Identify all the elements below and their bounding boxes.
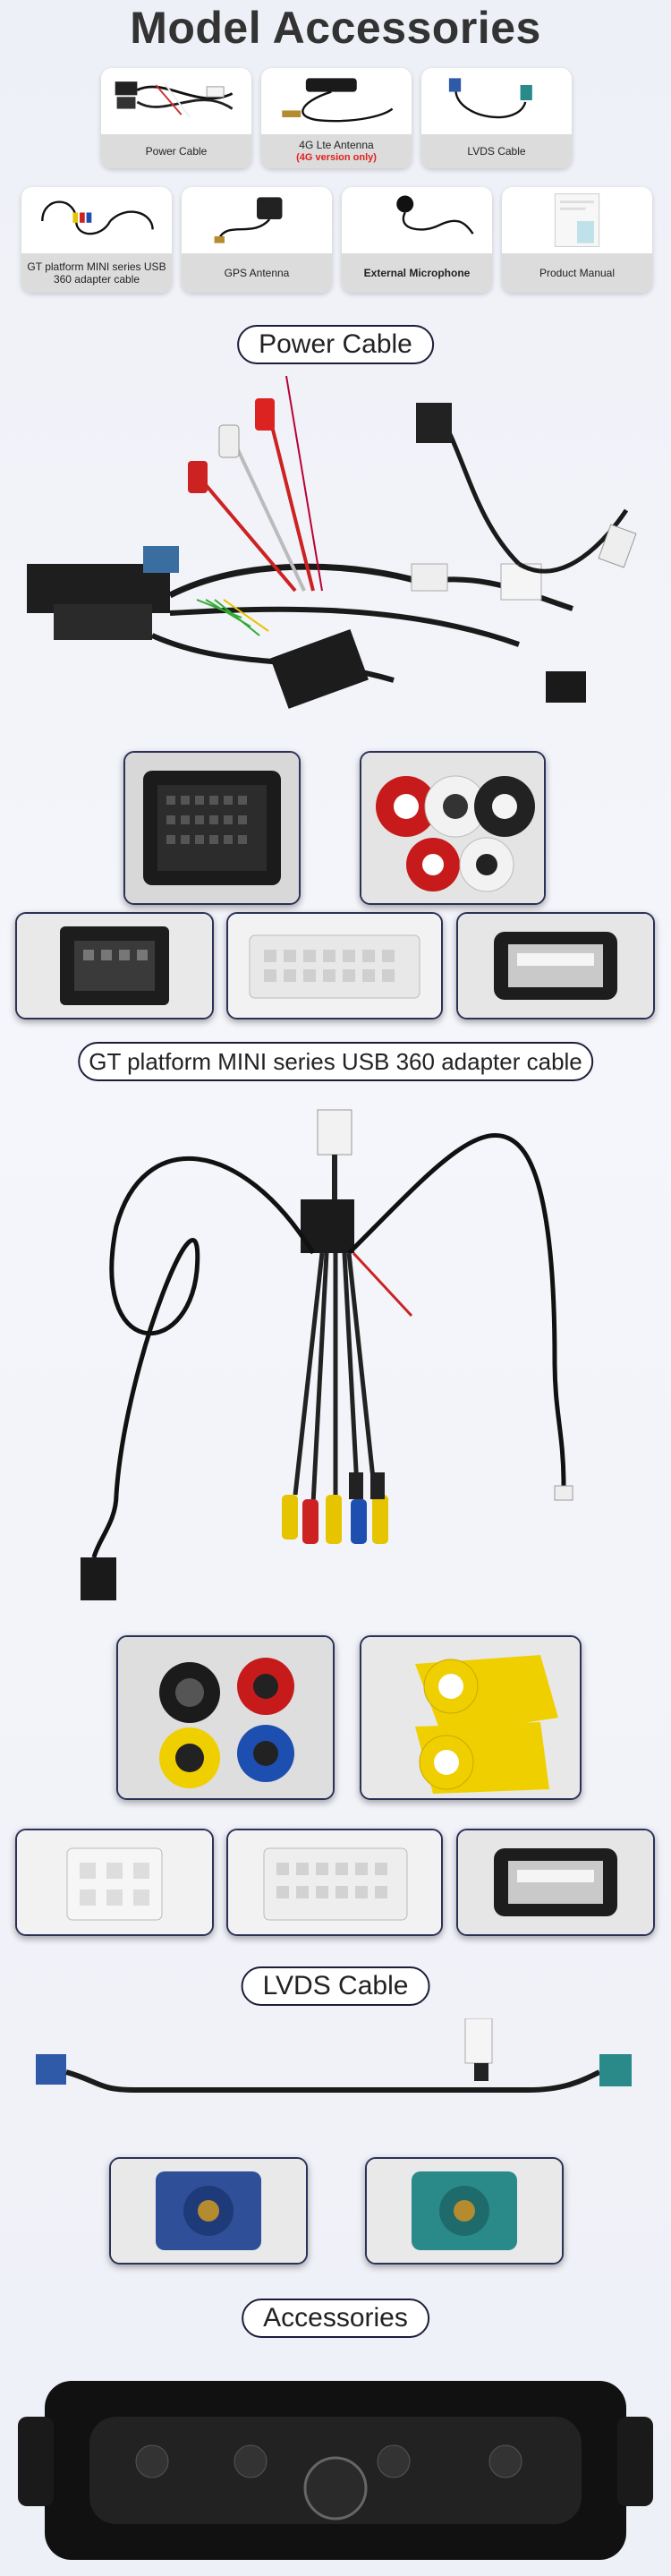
white-plug-photo (228, 914, 441, 1018)
detail-photo-lvds-blue (109, 2157, 308, 2265)
detail-photo-black-plug (15, 912, 214, 1019)
accessory-label: GT platform MINI series USB 360 adapter … (21, 253, 172, 293)
accessory-label: 4G Lte Antenna (299, 139, 374, 151)
accessory-label: LVDS Cable (421, 134, 572, 168)
usb360-cable-illustration (81, 1109, 573, 1600)
accessory-card-external-microphone: External Microphone (342, 187, 492, 293)
accessory-card-gps-antenna: GPS Antenna (182, 187, 332, 293)
detail-photo-usb-port (456, 912, 655, 1019)
accessory-card-power-cable: Power Cable (101, 68, 251, 168)
white-plug-small-photo (17, 1830, 212, 1934)
white-plug-large-photo (228, 1830, 441, 1934)
accessory-card-4g-antenna: 4G Lte Antenna (4G version only) (261, 68, 412, 168)
lvds-teal-connector-photo (367, 2159, 562, 2263)
rca-connectors-photo (361, 753, 544, 903)
usb360-connectors-photo (118, 1637, 333, 1798)
detail-photo-power-connector (123, 751, 301, 905)
detail-photo-rca (360, 751, 546, 905)
page-title: Model Accessories (130, 3, 541, 53)
power-cable-thumbnail (115, 81, 234, 118)
detail-photo-lvds-teal (365, 2157, 564, 2265)
power-connector-photo (125, 753, 299, 903)
section-title-power-cable: Power Cable (237, 325, 434, 364)
lvds-blue-connector-photo (111, 2159, 306, 2263)
antenna-thumbnail (282, 78, 394, 123)
accessory-label-group: 4G Lte Antenna (4G version only) (261, 134, 412, 168)
accessory-note: (4G version only) (296, 152, 377, 163)
accessory-card-usb360: GT platform MINI series USB 360 adapter … (21, 187, 172, 293)
lvds-cable-illustration (36, 2018, 632, 2093)
accessory-label: Power Cable (101, 134, 251, 168)
section-title-lvds: LVDS Cable (241, 1966, 430, 2006)
detail-photo-white-plug (226, 912, 443, 1019)
lvds-thumbnail (448, 78, 532, 119)
gps-thumbnail (214, 197, 283, 243)
power-cable-illustration (27, 376, 637, 709)
detail-photo-usb360-white-plug-large (226, 1829, 443, 1936)
section-title-accessories: Accessories (242, 2299, 429, 2338)
manual-thumbnail (554, 193, 600, 247)
accessory-label: GPS Antenna (182, 253, 332, 293)
detail-photo-yellow-rca (360, 1635, 582, 1800)
black-plug-photo (17, 914, 212, 1018)
control-panel-illustration (18, 2381, 653, 2560)
detail-photo-usb360-white-plug-small (15, 1829, 214, 1936)
usb-port-photo (458, 914, 653, 1018)
section-title-usb360: GT platform MINI series USB 360 adapter … (78, 1042, 593, 1081)
yellow-rca-photo (361, 1637, 580, 1798)
usb360-thumbnail (41, 200, 154, 235)
microphone-thumbnail (396, 195, 474, 235)
accessory-label: External Microphone (342, 253, 492, 293)
usb-port-photo-2 (458, 1830, 653, 1934)
accessory-card-lvds-cable: LVDS Cable (421, 68, 572, 168)
detail-photo-usb360-usb-port (456, 1829, 655, 1936)
accessory-card-product-manual: Product Manual (502, 187, 652, 293)
accessory-label: Product Manual (502, 253, 652, 293)
detail-photo-usb360-connectors (116, 1635, 335, 1800)
